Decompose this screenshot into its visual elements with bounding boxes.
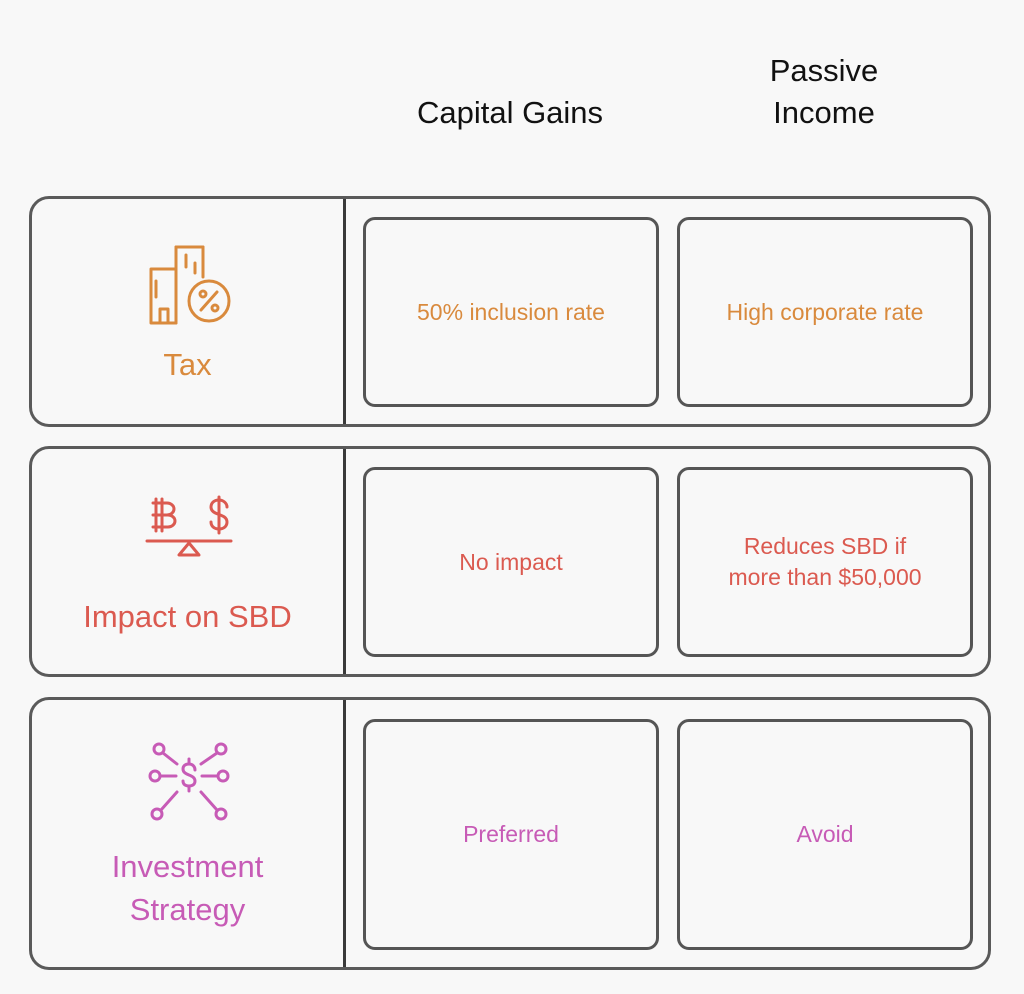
row-label-tax: Tax <box>163 347 212 382</box>
row-label-investment-strategy: Investment Strategy <box>111 849 264 927</box>
row-sbd-label-area: Impact on SBD <box>32 449 343 674</box>
row-label-impact-sbd: Impact on SBD <box>83 599 292 634</box>
row-tax-label-area: Tax <box>32 199 343 424</box>
building-percent-icon <box>149 245 231 325</box>
cell-tax-capital-gains: 50% inclusion rate <box>363 217 659 407</box>
currency-balance-icon <box>145 495 233 557</box>
cell-sbd-passive-income: Reduces SBD if more than $50,000 <box>677 467 973 657</box>
cell-strategy-capital-gains: Preferred <box>363 719 659 950</box>
row-divider <box>343 700 346 967</box>
cell-strategy-passive-income: Avoid <box>677 719 973 950</box>
row-tax: Tax 50% inclusion rate High corporate ra… <box>29 196 991 427</box>
cell-tax-passive-income: High corporate rate <box>677 217 973 407</box>
row-divider <box>343 449 346 674</box>
dollar-network-icon <box>148 742 230 821</box>
cell-sbd-capital-gains: No impact <box>363 467 659 657</box>
row-strategy-label-area: Investment Strategy <box>32 700 343 967</box>
row-divider <box>343 199 346 424</box>
row-impact-sbd: Impact on SBD No impact Reduces SBD if m… <box>29 446 991 677</box>
row-investment-strategy: Investment Strategy Preferred Avoid <box>29 697 991 970</box>
header-passive-income: Passive Income <box>769 53 879 130</box>
header-capital-gains: Capital Gains <box>416 95 604 130</box>
